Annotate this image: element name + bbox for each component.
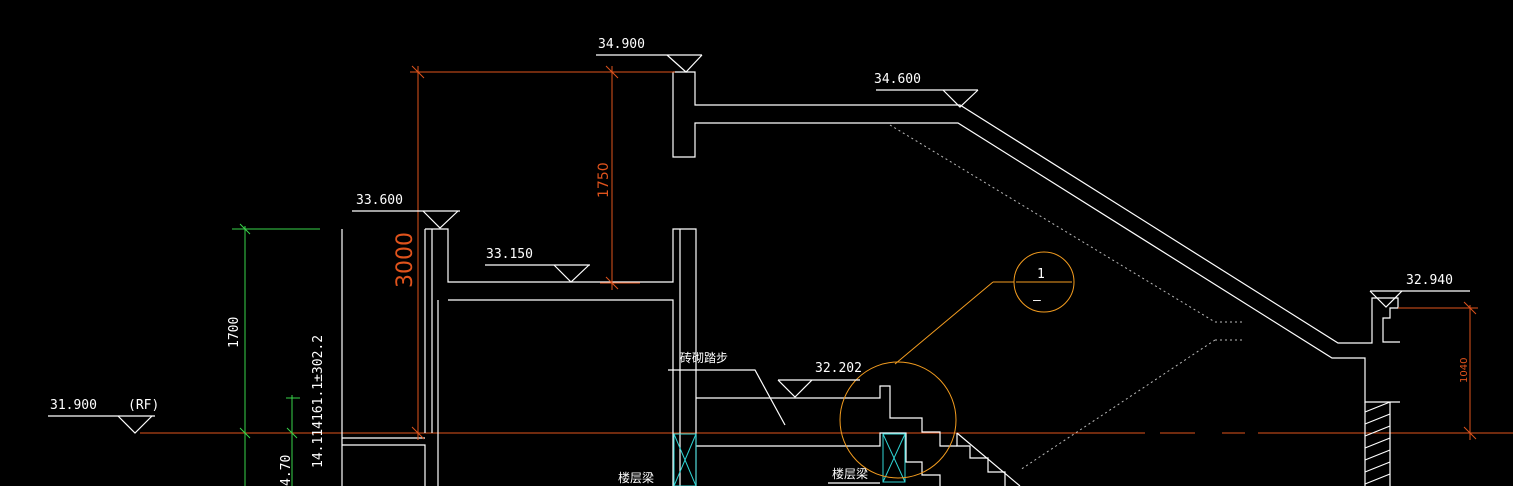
detail-bubble-bottom: — <box>1033 293 1041 308</box>
dimension-1040 <box>1398 301 1478 440</box>
detail-callout <box>839 251 1075 479</box>
elevation-marker-top <box>596 54 703 73</box>
dimension-1750 <box>600 65 640 290</box>
elevation-marker-middle <box>352 210 460 229</box>
elevation-label-top: 34.900 <box>598 37 645 52</box>
elevation-marker-right <box>1369 290 1470 308</box>
wall-outline <box>341 71 1400 486</box>
elevation-label-landing: 33.150 <box>486 247 533 262</box>
elevation-marker-roof <box>48 415 155 434</box>
elevation-marker-landing <box>485 264 590 283</box>
dimension-1700 <box>232 223 320 486</box>
dimension-label-470: 4.70 <box>279 455 294 486</box>
dimension-label-1700: 1700 <box>227 317 242 348</box>
elevation-label-upper-right: 34.600 <box>874 72 921 87</box>
elevation-label-middle: 33.600 <box>356 193 403 208</box>
elevation-label-right: 32.940 <box>1406 273 1453 288</box>
note-floor-beam-left: 楼层梁 <box>618 470 654 485</box>
dimension-label-1750: 1750 <box>596 162 612 198</box>
wall-hatch <box>1364 401 1391 485</box>
dimension-label-3022: 14.114161.1±302.2 <box>311 335 326 468</box>
elevation-marker-upper-right <box>876 89 979 108</box>
elevation-marker-step <box>777 379 860 398</box>
floor-beam-marks <box>673 433 906 486</box>
note-brick-step: 砖砌踏步 <box>680 350 728 365</box>
dimension-label-3000: 3000 <box>393 232 418 288</box>
elevation-label-roof: 31.900 <box>50 398 97 413</box>
detail-bubble-top: 1 <box>1037 267 1045 282</box>
dimension-label-1040: 1040 <box>1459 358 1470 383</box>
roof-tag: (RF) <box>128 398 159 413</box>
hidden-lines <box>889 124 1245 471</box>
note-floor-beam-right: 楼层梁 <box>832 466 868 481</box>
dimension-3000 <box>410 65 675 440</box>
elevation-label-step: 32.202 <box>815 361 862 376</box>
